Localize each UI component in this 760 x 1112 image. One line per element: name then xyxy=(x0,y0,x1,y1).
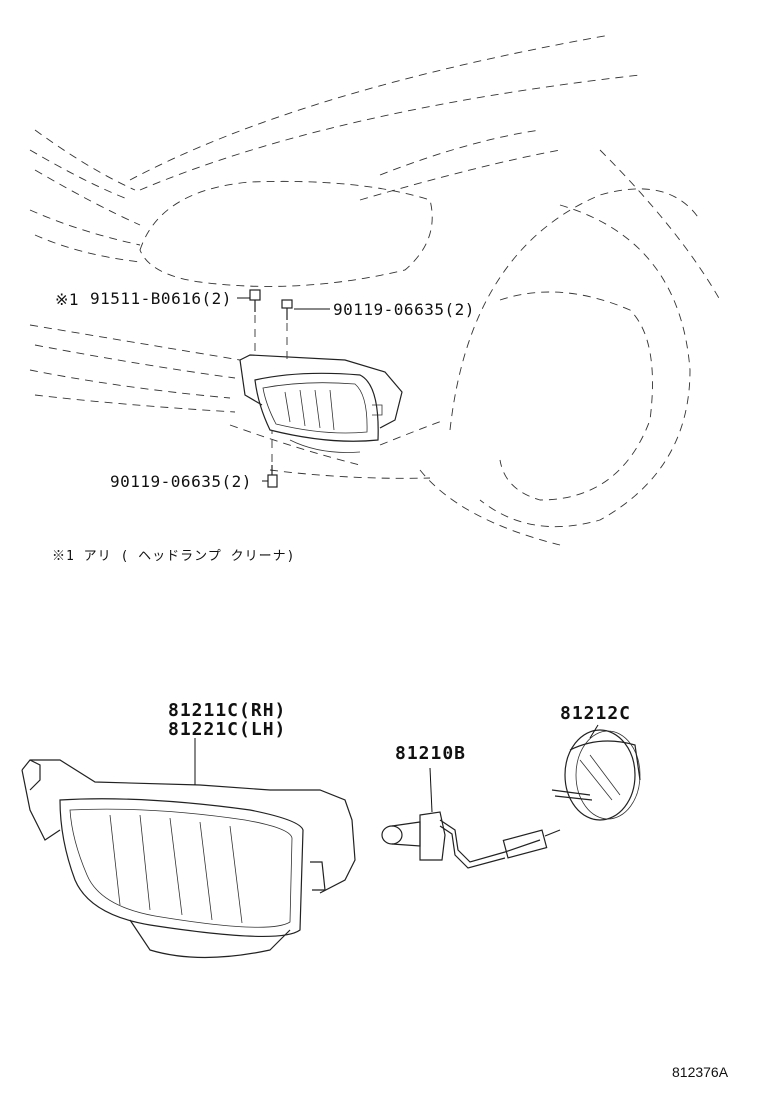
screw-bottom-part-number: 90119-06635(2) xyxy=(110,472,252,491)
bulb-part-number: 81210B xyxy=(395,743,467,764)
socket-cap xyxy=(551,724,641,821)
headlamp-cleaner-footnote: ※1 アリ ( ヘッドランプ クリーナ) xyxy=(52,549,296,564)
fog-lamp-installed xyxy=(239,354,403,453)
screw-top-part-number: 90119-06635(2) xyxy=(333,300,475,319)
socket-part-number: 81212C xyxy=(560,703,632,724)
diagram-code: 812376A xyxy=(672,1064,729,1080)
bolt-top-part-number: 91511-B0616(2) xyxy=(90,289,232,308)
bolt-top xyxy=(249,289,261,355)
screw-bottom xyxy=(267,430,278,488)
note-marker: ※1 xyxy=(55,290,80,309)
lamp-rh-part-number: 81211C(RH) xyxy=(168,700,287,721)
car-body-outline xyxy=(29,34,721,546)
fog-lamp-assembly xyxy=(21,738,356,959)
bulb-assembly xyxy=(381,767,561,869)
lamp-lh-part-number: 81221C(LH) xyxy=(168,719,287,740)
screw-top xyxy=(281,299,293,360)
